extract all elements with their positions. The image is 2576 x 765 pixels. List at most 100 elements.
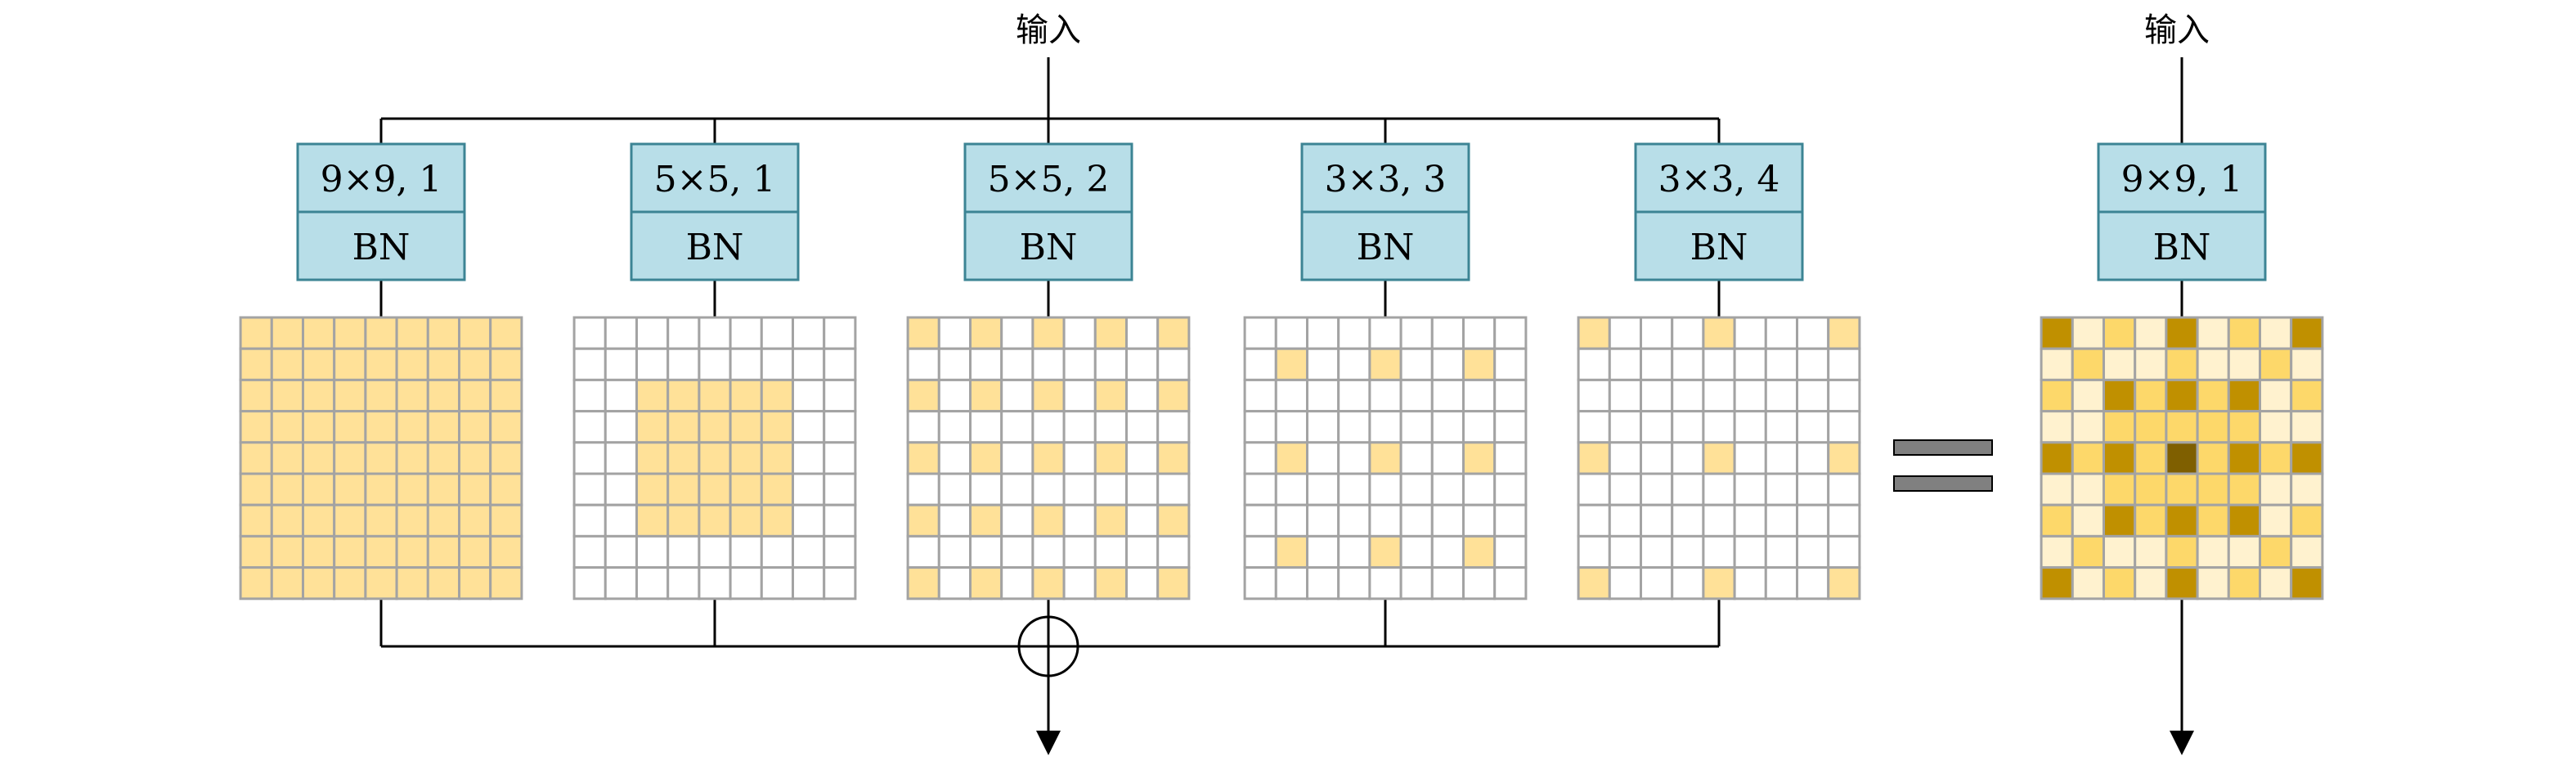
kernel-cell — [604, 534, 638, 569]
branch-5: 3×3, 4 BN — [1577, 142, 1861, 601]
kernel-cell — [364, 410, 398, 444]
kernel-cell — [1608, 378, 1643, 413]
kernel-cell — [1125, 378, 1160, 413]
kernel-cell — [1274, 316, 1309, 350]
kernel-cell — [1671, 566, 1705, 601]
kernel-cell — [823, 378, 857, 413]
kernel-cell — [792, 347, 826, 381]
kernel-cell — [2165, 410, 2199, 444]
kernel-cell — [604, 566, 638, 601]
kernel-cell — [426, 410, 460, 444]
kernel-cell — [1827, 503, 1861, 538]
kernel-cell — [2196, 316, 2230, 350]
kernel-cell — [1156, 566, 1191, 601]
kernel-cell — [1274, 410, 1309, 444]
kernel-cell — [1671, 410, 1705, 444]
kernel-cell — [1430, 441, 1465, 475]
kernel-cell — [2259, 378, 2293, 413]
kernel-cell — [666, 441, 701, 475]
kernel-cell — [333, 378, 367, 413]
kernel-cell — [729, 534, 763, 569]
kernel-cell — [395, 441, 429, 475]
kernel-cell — [2071, 534, 2106, 569]
kernel-cell — [823, 534, 857, 569]
kernel-cell — [1462, 316, 1497, 350]
kernel-cell — [729, 503, 763, 538]
kernel-cell — [1796, 503, 1830, 538]
kernel-cell — [1093, 472, 1129, 506]
bn-label: BN — [1690, 227, 1748, 268]
conv-label: 3×3, 4 — [1658, 159, 1780, 200]
kernel-cell — [1493, 534, 1528, 569]
kernel-cell — [1702, 378, 1736, 413]
kernel-cell — [1062, 566, 1097, 601]
kernel-cell — [1493, 472, 1528, 506]
kernel-cell — [426, 441, 460, 475]
kernel-cell — [1093, 347, 1129, 381]
kernel-cell — [1031, 503, 1066, 538]
kernel-cell — [698, 316, 732, 350]
kernel-cell — [1062, 347, 1097, 381]
kernel-cell — [302, 410, 336, 444]
kernel-cell — [1031, 378, 1066, 413]
kernel-cell — [1702, 566, 1736, 601]
kernel-cell — [2103, 347, 2137, 381]
kernel-cell — [906, 347, 940, 381]
kernel-cell — [937, 534, 972, 569]
kernel-cell — [906, 472, 940, 506]
kernel-cell — [2165, 472, 2199, 506]
kernel-cell — [1399, 441, 1434, 475]
kernel-cell — [2165, 503, 2199, 538]
kernel-cell — [1577, 503, 1611, 538]
kernel-cell — [1306, 566, 1340, 601]
kernel-cell — [270, 410, 304, 444]
kernel-cell — [239, 347, 273, 381]
kernel-cell — [1462, 566, 1497, 601]
kernel-cell — [1368, 347, 1402, 381]
kernel-cell — [1000, 472, 1034, 506]
kernel-cell — [1702, 472, 1736, 506]
kernel-cell — [2290, 441, 2324, 475]
kernel-cell — [635, 410, 670, 444]
kernel-cell — [2134, 410, 2168, 444]
kernel-cell — [1608, 316, 1643, 350]
kernel-cell — [635, 566, 670, 601]
kernel-cell — [302, 441, 336, 475]
kernel-cell — [666, 410, 701, 444]
kernel-grid — [572, 316, 857, 601]
kernel-cell — [364, 441, 398, 475]
kernel-cell — [1337, 472, 1371, 506]
kernel-cell — [572, 441, 607, 475]
kernel-cell — [729, 410, 763, 444]
kernel-cell — [1640, 347, 1674, 381]
kernel-cell — [1671, 472, 1705, 506]
branch-3: 5×5, 2BN — [906, 142, 1191, 601]
kernel-cell — [2071, 472, 2106, 506]
kernel-cell — [1462, 534, 1497, 569]
kernel-cell — [1493, 566, 1528, 601]
branch-4: 3×3, 3BN — [1243, 142, 1528, 601]
kernel-cell — [395, 410, 429, 444]
kernel-cell — [458, 503, 492, 538]
kernel-cell — [333, 410, 367, 444]
kernel-cell — [2103, 410, 2137, 444]
kernel-cell — [1093, 410, 1129, 444]
kernel-cell — [1274, 472, 1309, 506]
kernel-cell — [239, 566, 273, 601]
kernel-cell — [2103, 378, 2137, 413]
kernel-cell — [2196, 347, 2230, 381]
kernel-cell — [729, 566, 763, 601]
kernel-cell — [2103, 566, 2137, 601]
bn-label: BN — [352, 227, 411, 268]
kernel-cell — [760, 378, 794, 413]
kernel-cell — [1827, 534, 1861, 569]
kernel-cell — [2071, 378, 2106, 413]
kernel-cell — [1125, 566, 1160, 601]
kernel-cell — [2227, 441, 2262, 475]
kernel-cell — [395, 566, 429, 601]
kernel-cell — [572, 410, 607, 444]
kernel-cell — [2227, 347, 2262, 381]
kernel-cell — [823, 503, 857, 538]
kernel-cell — [1430, 410, 1465, 444]
